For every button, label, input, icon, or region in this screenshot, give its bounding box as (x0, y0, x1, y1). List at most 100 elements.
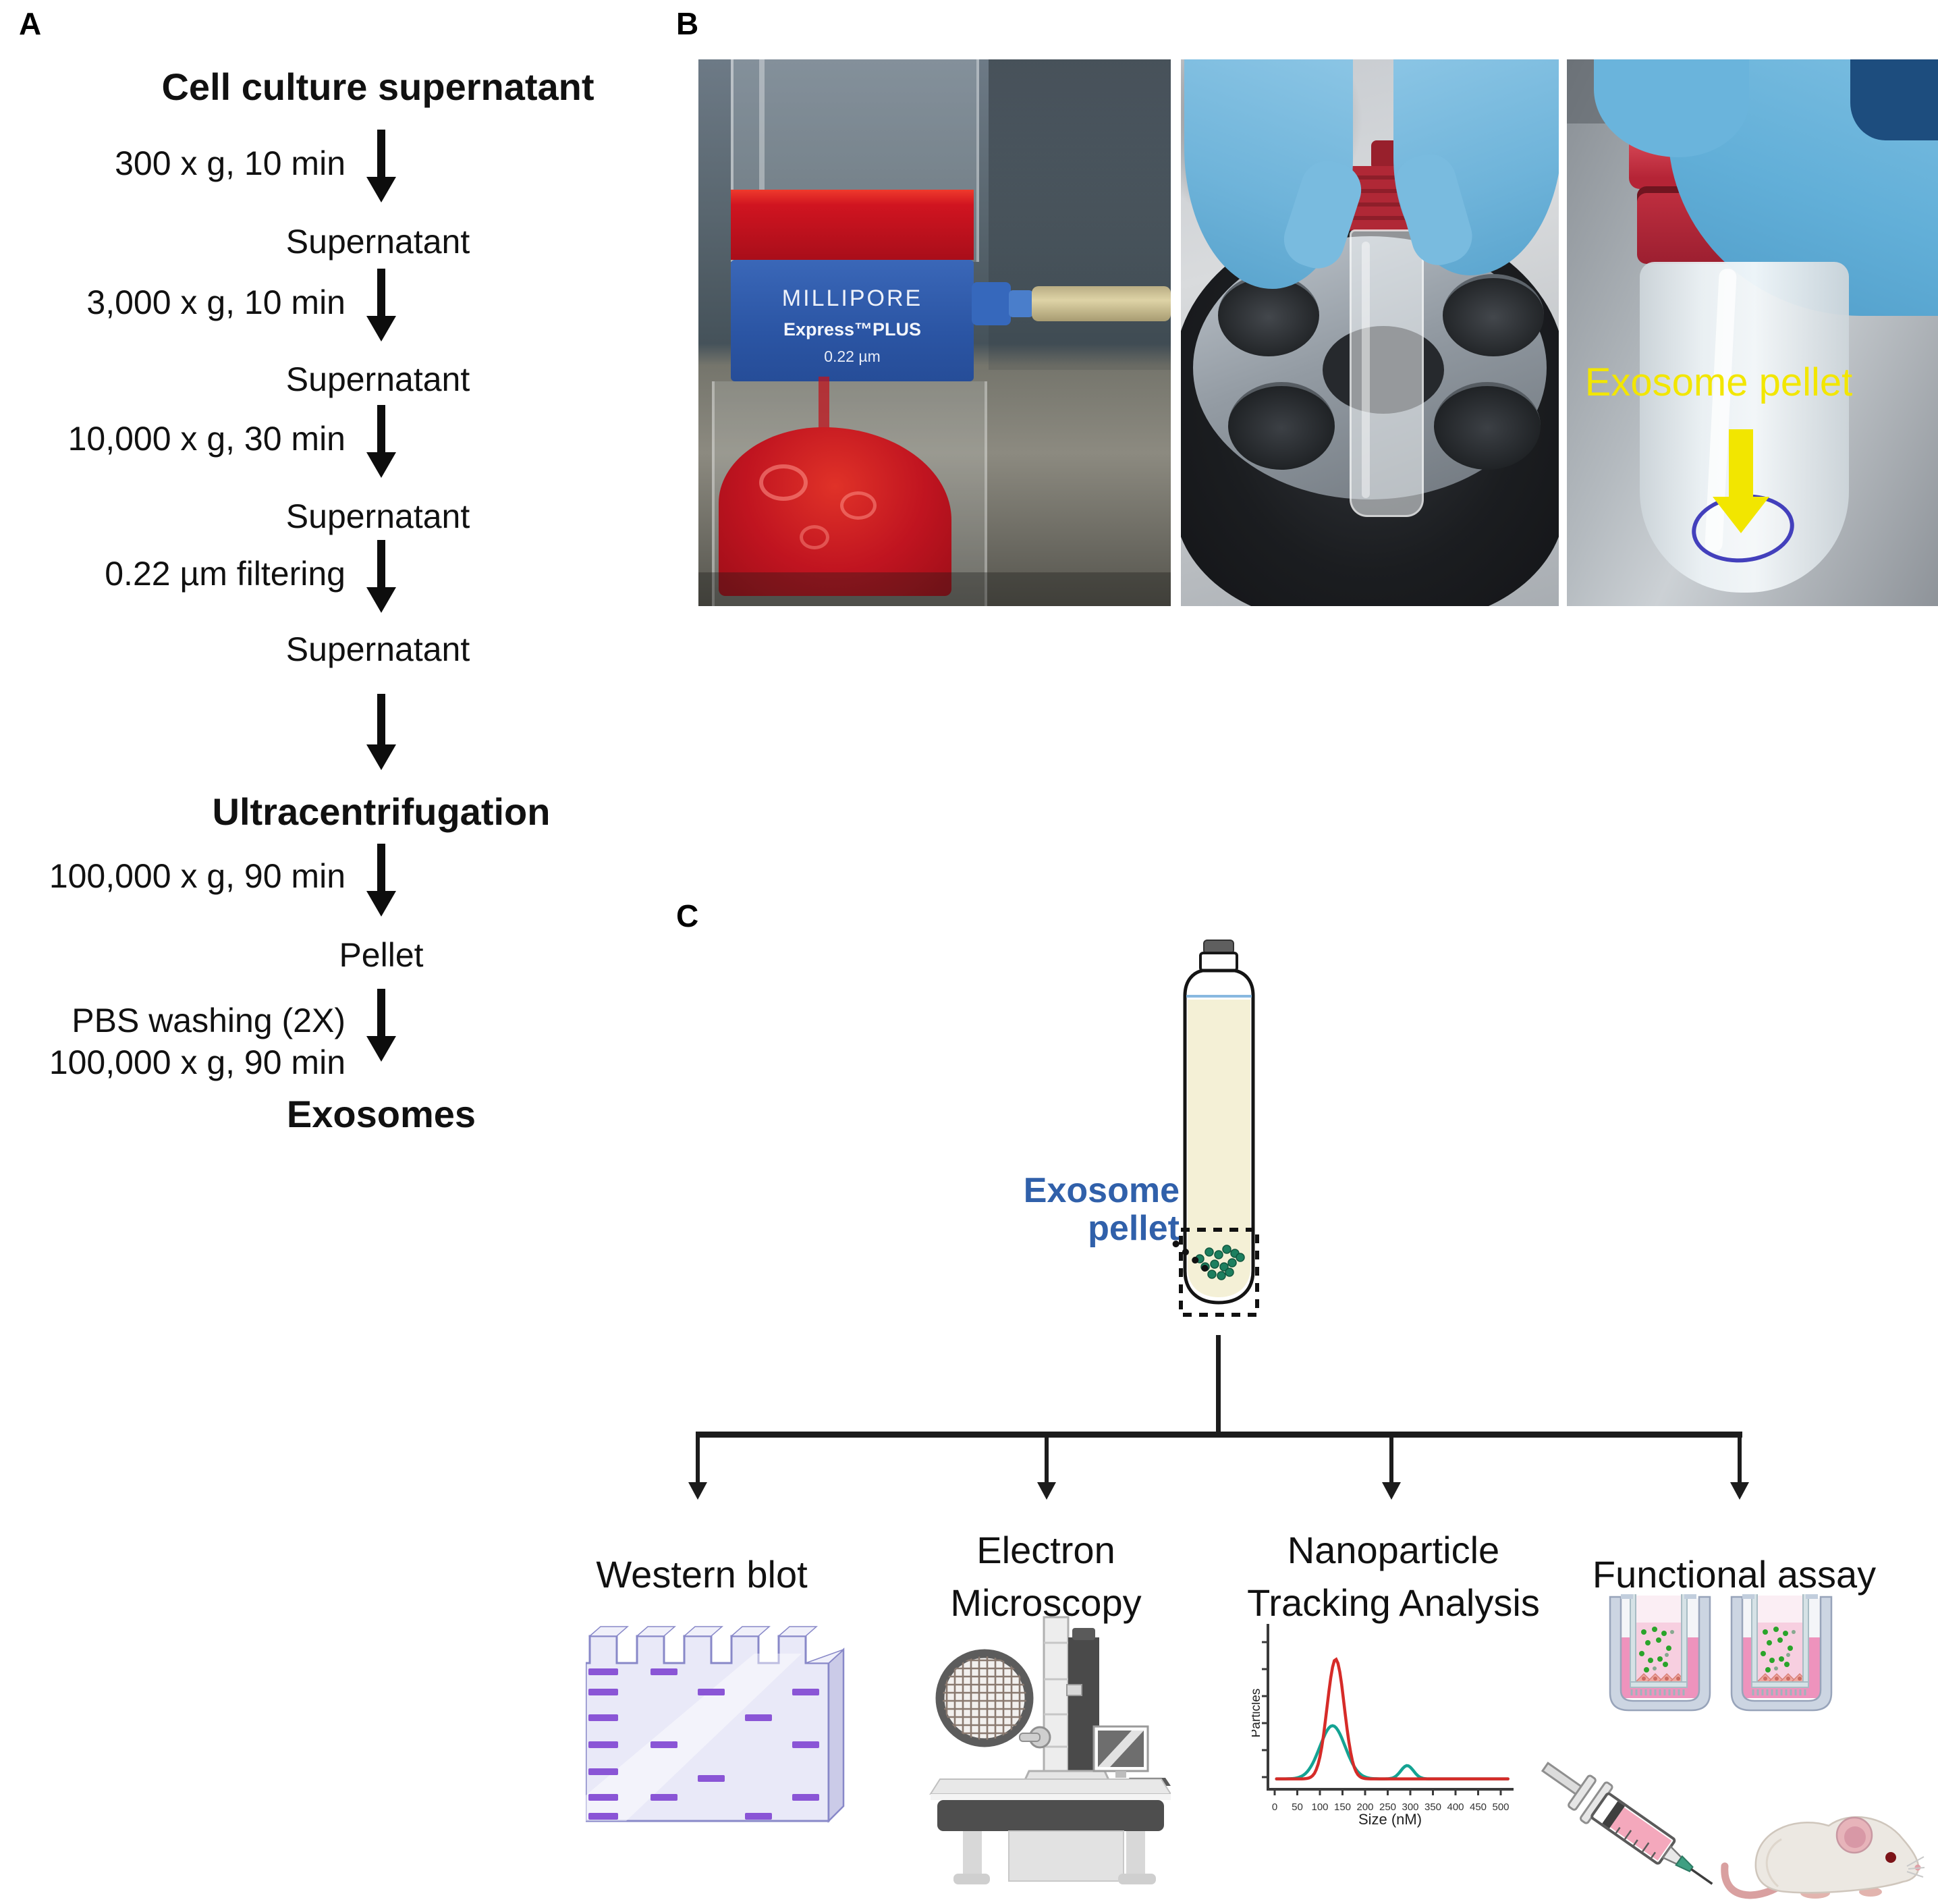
millipore-pore-size-label: 0.22 µm (824, 348, 881, 365)
red-filtrate-pool (719, 427, 951, 596)
gel-side-face (827, 1648, 845, 1824)
y-axis-ticks (1262, 1641, 1268, 1778)
rotor-hole (1443, 274, 1544, 356)
svg-text:0: 0 (1272, 1801, 1277, 1813)
flow-step-condition: PBS washing (2X) (72, 1002, 345, 1039)
monitor-glare (1098, 1731, 1144, 1767)
cabinet-shadow (989, 59, 1171, 370)
down-arrow-icon (377, 269, 385, 316)
nta-curve-exosome-sample-teal (1275, 1724, 1510, 1780)
tem-tower-cap (1072, 1628, 1095, 1640)
yellow-arrow-shaft (1729, 429, 1753, 497)
svg-text:500: 500 (1492, 1801, 1509, 1813)
x-axis-label: Size (nM) (1358, 1811, 1422, 1828)
flow-step-condition: 100,000 x g, 90 min (49, 857, 345, 895)
flow-final-result: Exosomes (286, 1093, 476, 1135)
glass-highlight (759, 59, 765, 259)
desk-drawer-band (937, 1800, 1164, 1831)
tem-port (1066, 1684, 1082, 1696)
panel-b-label: B (676, 6, 699, 41)
exosome-pellet-label-line1: Exosome (1023, 1171, 1180, 1210)
svg-text:150: 150 (1334, 1801, 1351, 1813)
outlet-nozzle (972, 282, 1011, 325)
y-axis-label: Particles (1252, 1689, 1263, 1738)
tube-highlight (1362, 242, 1370, 498)
desk-leg (1126, 1831, 1145, 1876)
barrel-scale (1615, 1826, 1657, 1859)
branch-horizontal-line (696, 1432, 1742, 1438)
rotor-hole (1228, 382, 1335, 470)
branch-arrow-icon (1045, 1438, 1049, 1482)
assay-label-line: Electron (976, 1529, 1115, 1571)
assay-label-functional-assay: Functional assay (1592, 1553, 1877, 1596)
assay-label-nta: Nanoparticle Tracking Analysis (1247, 1524, 1540, 1629)
desk-foot (953, 1874, 990, 1884)
desk-foot (1118, 1874, 1156, 1884)
monitor-stand (1115, 1771, 1126, 1778)
bubble (800, 525, 829, 549)
flow-step-result: Supernatant (285, 360, 470, 398)
gel-comb-tops (588, 1626, 844, 1664)
assay-label-electron-microscopy: Electron Microscopy (950, 1524, 1141, 1629)
western-blot-gel-icon (586, 1626, 845, 1824)
flow-step-result: Supernatant (285, 497, 470, 535)
stopper (1602, 1801, 1625, 1828)
ultracentrifuge-tube (1640, 262, 1849, 593)
branch-arrow-icon (1738, 1438, 1742, 1482)
branch-arrow-icon (696, 1438, 700, 1482)
down-arrow-icon (377, 540, 385, 587)
bubble (840, 491, 877, 520)
assay-label-line: Nanoparticle (1287, 1529, 1500, 1571)
svg-text:200: 200 (1356, 1801, 1373, 1813)
nozzle-connector (1009, 290, 1033, 317)
flow-step-condition: 300 x g, 10 min (115, 144, 345, 182)
photo-rotor (1181, 59, 1559, 606)
down-arrow-icon (377, 694, 385, 744)
millipore-brand-label: MILLIPORE (781, 285, 923, 311)
down-arrow-icon (377, 844, 385, 891)
tube-cap-white (1199, 952, 1238, 972)
tube-liquid (1188, 1000, 1250, 1297)
assay-label-line: Tracking Analysis (1247, 1581, 1540, 1624)
yellow-arrow-head (1713, 497, 1769, 533)
flow-title: Cell culture supernatant (161, 65, 594, 108)
assay-label-western-blot: Western blot (596, 1553, 808, 1596)
syringe-icon (1541, 1762, 1713, 1885)
desk-cabinet (1008, 1830, 1124, 1882)
needle (1690, 1868, 1713, 1885)
red-media-band (731, 190, 974, 260)
svg-text:100: 100 (1311, 1801, 1328, 1813)
nta-curves (1275, 1657, 1510, 1780)
flow-step-result: Pellet (339, 936, 424, 974)
transwell-chambers-icon (1609, 1594, 1833, 1712)
svg-text:300: 300 (1402, 1801, 1418, 1813)
barrel-liquid (1610, 1807, 1672, 1861)
nta-curve-exosome-sample-red (1275, 1657, 1510, 1780)
pellet-zoom-box (1179, 1228, 1259, 1317)
gel-sheen (586, 1654, 802, 1821)
mouse-eye (1885, 1852, 1896, 1863)
desk-top (929, 1778, 1171, 1795)
centrifuge-tube (1350, 229, 1424, 517)
flow-step-condition: 0.22 µm filtering (105, 555, 345, 593)
flow-step-condition: 10,000 x g, 30 min (67, 420, 345, 458)
desk-leg (963, 1831, 982, 1876)
bench-shadow (698, 572, 1171, 606)
svg-text:350: 350 (1424, 1801, 1441, 1813)
flow-step-condition: 100,000 x g, 90 min (49, 1043, 345, 1081)
tem-column (1043, 1616, 1070, 1772)
panel-c-label: C (676, 898, 699, 933)
branch-arrow-icon (1389, 1438, 1393, 1482)
vacuum-tubing (1032, 286, 1171, 321)
svg-text:450: 450 (1470, 1801, 1487, 1813)
gel-bands (588, 1668, 819, 1820)
electron-microscope-icon (929, 1616, 1171, 1884)
tem-knob-arm (1019, 1733, 1041, 1742)
exosome-pellet-dots (1195, 1245, 1245, 1280)
mouse-icon (1721, 1816, 1925, 1899)
flow-ultracentrifugation-title: Ultracentrifugation (212, 790, 551, 833)
rotor-hole (1434, 382, 1541, 470)
